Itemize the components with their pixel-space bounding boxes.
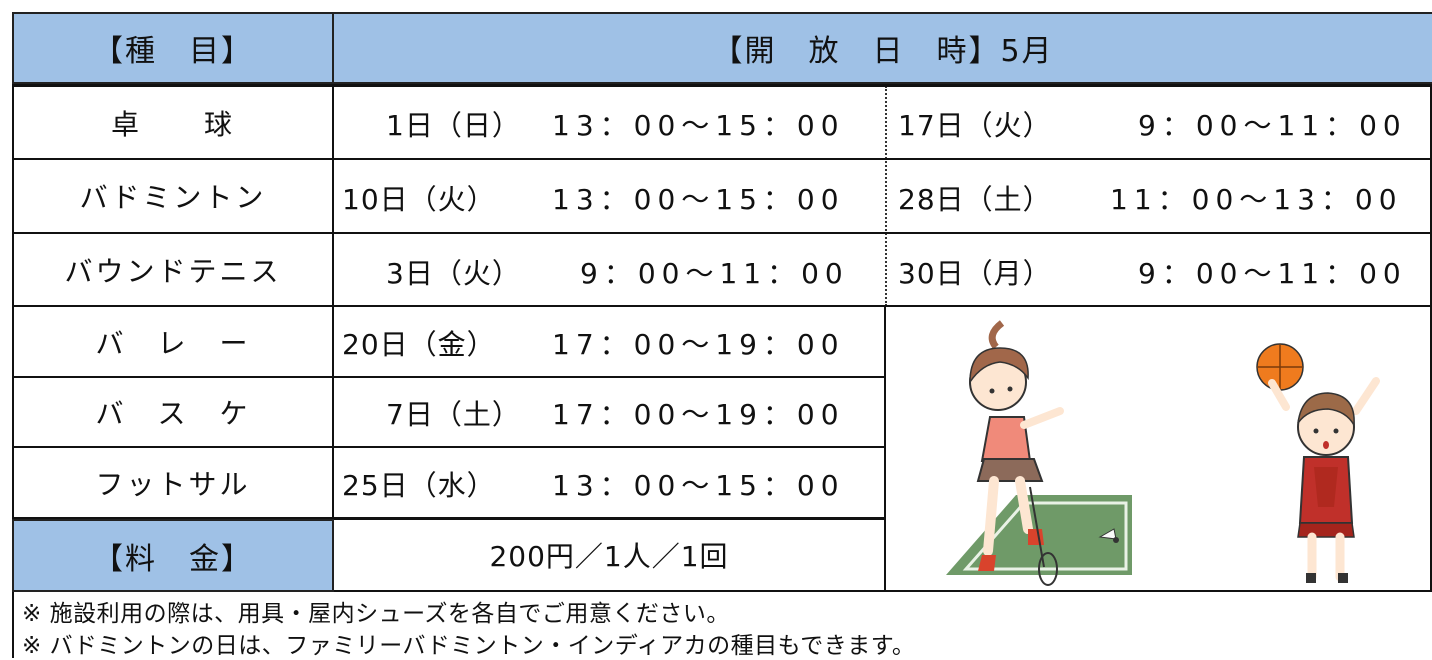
fee-label: 【料 金】 — [12, 519, 334, 592]
dotted-divider — [885, 86, 887, 306]
time-text: 11：00〜13：00 — [1110, 183, 1403, 216]
category-cell: バ レ ー — [14, 307, 332, 376]
fee-value: 200円／1人／1回 — [334, 520, 884, 590]
category-text: 卓 球 — [110, 107, 235, 141]
time-text: 9：00〜11：00 — [1138, 257, 1407, 290]
category-cell: バドミントン — [14, 160, 332, 232]
date-text: 25日（水） — [342, 469, 496, 502]
row-line-1 — [12, 158, 1432, 160]
right-border — [1430, 84, 1432, 592]
sports-illustration — [946, 320, 1380, 586]
category-text: バドミントン — [79, 181, 267, 214]
time-text: 17：00〜19：00 — [552, 398, 845, 431]
category-text: バウンドテニス — [64, 254, 282, 288]
date-text: 17日（火） — [898, 109, 1052, 142]
category-text: バ ス ケ — [95, 397, 251, 430]
row-line-7 — [12, 590, 1432, 592]
date-text: 28日（土） — [898, 183, 1052, 216]
fee-label-text: 【料 金】 — [93, 541, 253, 577]
category-text: バ レ ー — [95, 326, 251, 360]
schedule-header-text: 【開 放 日 時】5月 — [712, 34, 1054, 69]
badminton-player-icon — [969, 320, 1064, 586]
time-text: 13：00〜15：00 — [552, 469, 845, 502]
category-cell: バウンドテニス — [14, 234, 332, 305]
schedule-table: 【種 目】 【開 放 日 時】5月 卓 球 バドミントン バウンドテニス バ レ… — [12, 12, 1432, 659]
row-line-6 — [12, 517, 886, 520]
date-text: 7日（土） — [386, 398, 521, 431]
category-header-text: 【種 目】 — [93, 34, 253, 69]
row-line-2 — [12, 232, 1432, 234]
date-text: 30日（月） — [898, 257, 1052, 290]
row-line-4 — [12, 376, 886, 378]
row-line-5 — [12, 446, 886, 448]
category-text: フットサル — [95, 467, 251, 501]
date-text: 20日（金） — [342, 328, 496, 361]
shuttlecock-icon — [1098, 528, 1119, 543]
row-line-0 — [12, 84, 1432, 87]
time-text: 9：00〜11：00 — [580, 257, 849, 290]
fee-value-text: 200円／1人／1回 — [489, 540, 729, 573]
basketball-icon — [1256, 343, 1304, 391]
date-text: 3日（火） — [386, 257, 521, 290]
category-cell: 卓 球 — [14, 87, 332, 158]
time-text: 13：00〜15：00 — [552, 183, 845, 216]
category-cell: バ ス ケ — [14, 378, 332, 446]
note-text: ※ 施設利用の際は、用具・屋内シューズを各自でご用意ください。 — [22, 601, 730, 627]
basketball-player-icon — [1268, 377, 1380, 583]
schedule-header: 【開 放 日 時】5月 — [332, 12, 1432, 84]
category-header: 【種 目】 — [12, 12, 334, 84]
time-text: 13：00〜15：00 — [552, 109, 845, 142]
date-text: 1日（日） — [386, 109, 521, 142]
date-text: 10日（火） — [342, 183, 496, 216]
time-text: 17：00〜19：00 — [552, 328, 845, 361]
row-line-3 — [12, 305, 1432, 307]
time-text: 9：00〜11：00 — [1138, 109, 1407, 142]
left-border — [12, 84, 14, 658]
column-divider — [332, 84, 334, 592]
image-cell-border — [884, 306, 886, 592]
note-text: ※ バドミントンの日は、ファミリーバドミントン・インディアカの種目もできます。 — [22, 633, 916, 659]
category-cell: フットサル — [14, 448, 332, 517]
